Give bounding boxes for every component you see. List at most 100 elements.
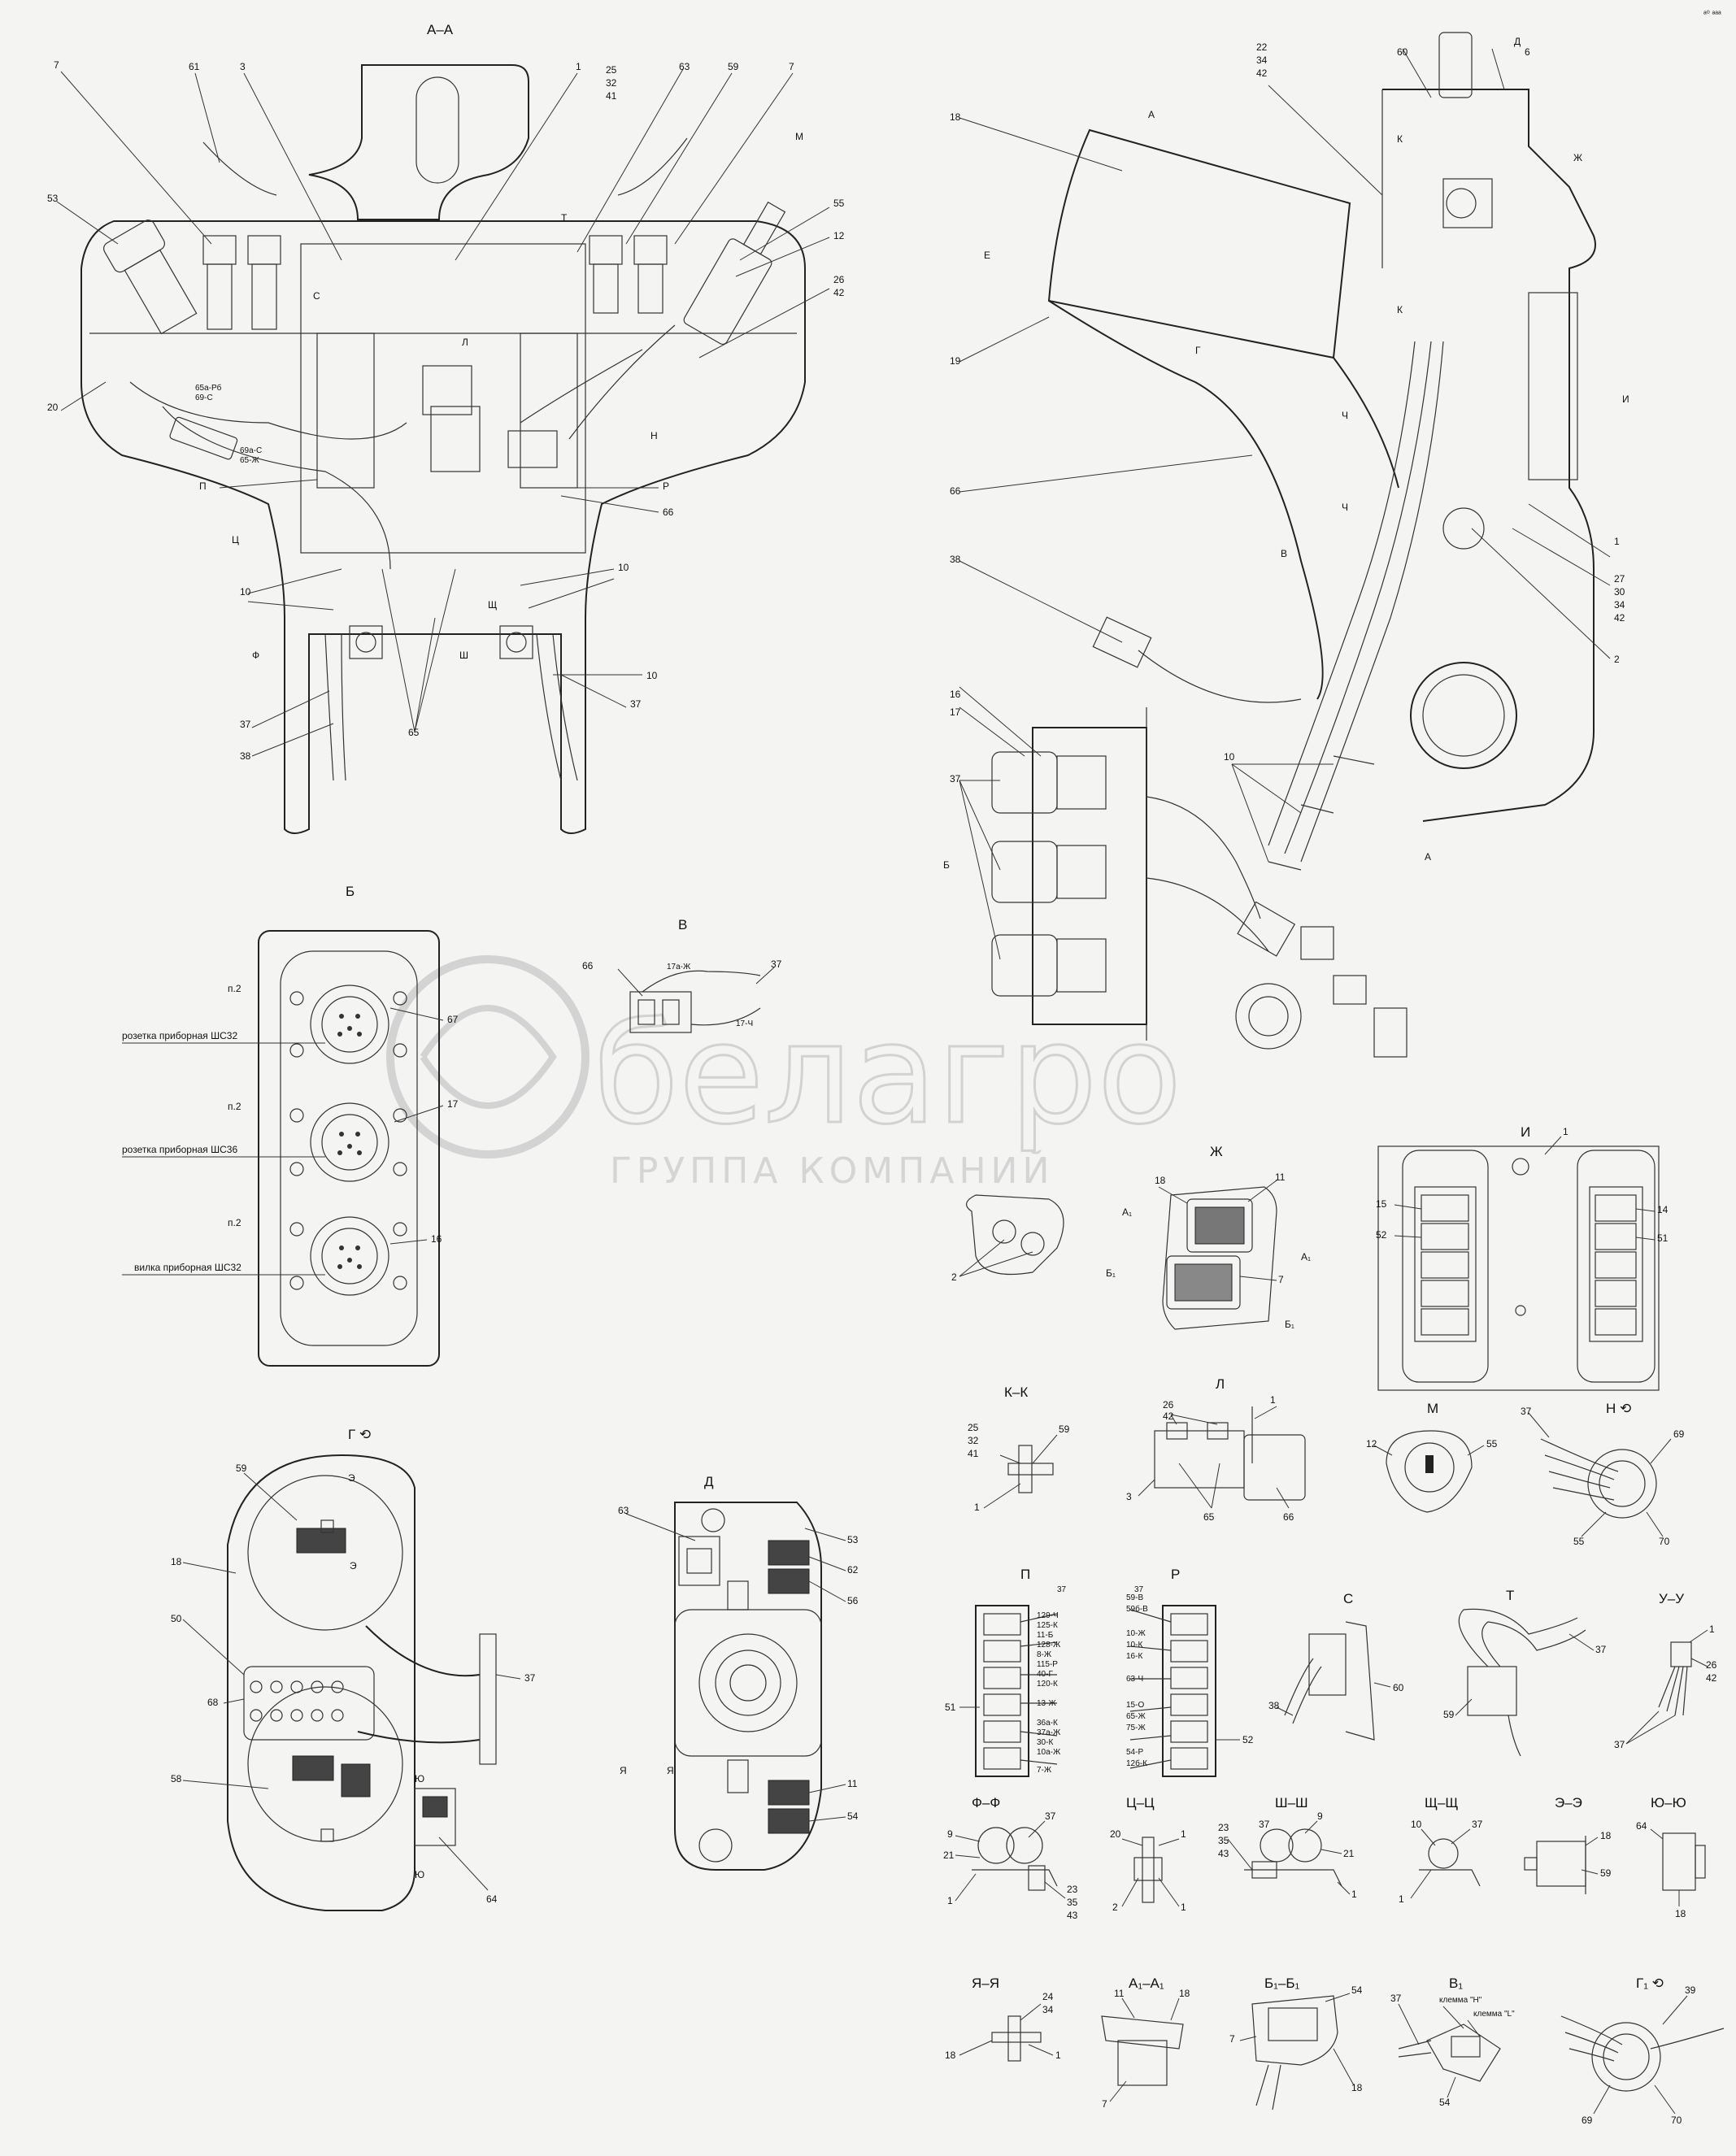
callout: Л — [462, 337, 468, 348]
callout: 41 — [968, 1448, 979, 1459]
callout: Э — [348, 1472, 355, 1484]
view-row-prstu: П 37 129-Ч 125-К 11-Б 128-Ж 8-Ж 115-Р 40… — [945, 1567, 1717, 1777]
callout: 18 — [1351, 2082, 1363, 2093]
callout: 24 — [1042, 1991, 1054, 2002]
wire-tag-r: 54-Р — [1126, 1748, 1143, 1757]
wire-tag: 65-Ж — [240, 456, 259, 465]
section-title-p: П — [1020, 1567, 1030, 1582]
callout: 51 — [945, 1702, 956, 1713]
callout: 1 — [974, 1502, 980, 1513]
callout: 65 — [1203, 1511, 1215, 1523]
wire-tag: 65а-Рб — [195, 383, 222, 393]
callout: 1 — [1055, 2050, 1061, 2061]
wire-tag-p: 128-Ж — [1037, 1641, 1061, 1650]
callout: 18 — [1155, 1175, 1166, 1186]
section-title-kk: К–К — [1004, 1384, 1028, 1400]
callout: К — [1397, 133, 1403, 145]
callout: 32 — [606, 77, 617, 89]
callout: 69 — [1582, 2115, 1593, 2126]
callout: 26 — [833, 274, 845, 285]
callout: 66 — [950, 485, 961, 497]
callout: 1 — [1709, 1624, 1715, 1635]
callout: Г — [1195, 345, 1201, 356]
callout: 43 — [1067, 1910, 1078, 1921]
section-title-a1a1: А₁–А₁ — [1129, 1976, 1164, 1991]
callout: 63 — [679, 61, 690, 72]
wire-tag-p: 10а-Ж — [1037, 1748, 1061, 1757]
callout: Я — [620, 1765, 627, 1776]
callout: А — [1425, 851, 1431, 863]
callout: 55 — [1573, 1536, 1585, 1547]
callout: 59 — [1443, 1709, 1455, 1720]
callout: 65 — [408, 727, 420, 738]
callout: 1 — [1181, 1828, 1186, 1840]
callout: 37 — [950, 773, 961, 785]
connector-label-socket1: розетка приборная ШС32 — [122, 1030, 237, 1041]
view-aa: А–А — [47, 22, 845, 834]
callout: 10 — [618, 562, 629, 573]
callout: 19 — [950, 355, 961, 367]
callout: 38 — [950, 554, 961, 565]
section-title-n: Н ⟲ — [1606, 1401, 1631, 1416]
callout: 27 — [1614, 573, 1625, 585]
callout: С — [313, 290, 320, 302]
wire-tag-r: 65-Ж — [1126, 1712, 1146, 1721]
section-title-t: Т — [1506, 1588, 1514, 1603]
callout: 70 — [1671, 2115, 1682, 2126]
wire-tag-r: 15-О — [1126, 1701, 1144, 1710]
callout: 16 — [950, 689, 961, 700]
callout: 54 — [1351, 1984, 1363, 1996]
wire-tag-p: 11-Б — [1037, 1631, 1054, 1640]
callout: 53 — [47, 193, 59, 204]
wire-tag: 17а-Ж — [667, 963, 691, 972]
callout: 64 — [1636, 1820, 1647, 1832]
callout: 55 — [1486, 1438, 1498, 1450]
section-title-ee: Э–Э — [1555, 1795, 1582, 1810]
callout: 60 — [1397, 46, 1408, 58]
callout: Д — [1514, 36, 1521, 47]
view-g: Г ⟲ 59 18 50 68 — [171, 1427, 536, 1911]
callout: 9 — [947, 1828, 953, 1840]
callout: Б₁ — [1285, 1319, 1294, 1330]
section-title-d: Д — [704, 1474, 714, 1489]
callout: 16 — [431, 1233, 442, 1245]
wire-tag: 69а-С — [240, 446, 262, 455]
section-title-tsts: Ц–Ц — [1126, 1795, 1155, 1810]
wire-tag-p: 129-Ч — [1037, 1611, 1059, 1620]
wire-tag-r: 59-В — [1126, 1593, 1143, 1602]
callout: 37 — [630, 698, 642, 710]
callout: 12 — [833, 230, 845, 241]
wire-tag-p: 37а-Ж — [1037, 1728, 1061, 1737]
callout: 64 — [486, 1893, 498, 1905]
callout: 3 — [1126, 1491, 1132, 1502]
callout: 53 — [847, 1534, 859, 1545]
callout: 34 — [1256, 54, 1268, 66]
callout: 1 — [1181, 1902, 1186, 1913]
callout: В — [1281, 548, 1287, 559]
callout: А₁ — [1301, 1251, 1311, 1263]
callout: 9 — [1317, 1810, 1323, 1822]
wire-tag-r: 10-Ж — [1126, 1629, 1146, 1638]
wire-tag-p: 37 — [1057, 1585, 1067, 1594]
section-title-yaya: Я–Я — [972, 1976, 999, 1991]
section-title-aa: А–А — [427, 22, 454, 37]
callout: 1 — [1614, 536, 1620, 547]
wire-tag: 17-Ч — [736, 1019, 753, 1028]
callout: 35 — [1218, 1835, 1229, 1846]
callout: 11 — [847, 1778, 858, 1789]
wire-tag-r: 37 — [1134, 1585, 1144, 1594]
callout: 68 — [207, 1697, 219, 1708]
callout: 30 — [1614, 586, 1625, 598]
callout: 59 — [1059, 1424, 1070, 1435]
callout: 37 — [1259, 1819, 1270, 1830]
section-title-shchshch: Щ–Щ — [1425, 1795, 1458, 1810]
callout: А — [1148, 109, 1155, 120]
wire-tag-p: 36а-К — [1037, 1719, 1058, 1728]
callout: 37 — [524, 1672, 536, 1684]
callout: 6 — [1525, 46, 1530, 58]
callout: 7 — [1278, 1274, 1284, 1285]
callout: 18 — [1600, 1830, 1612, 1841]
callout: 42 — [1163, 1411, 1174, 1422]
callout: 7 — [1229, 2033, 1235, 2045]
callout: 42 — [1614, 612, 1625, 624]
